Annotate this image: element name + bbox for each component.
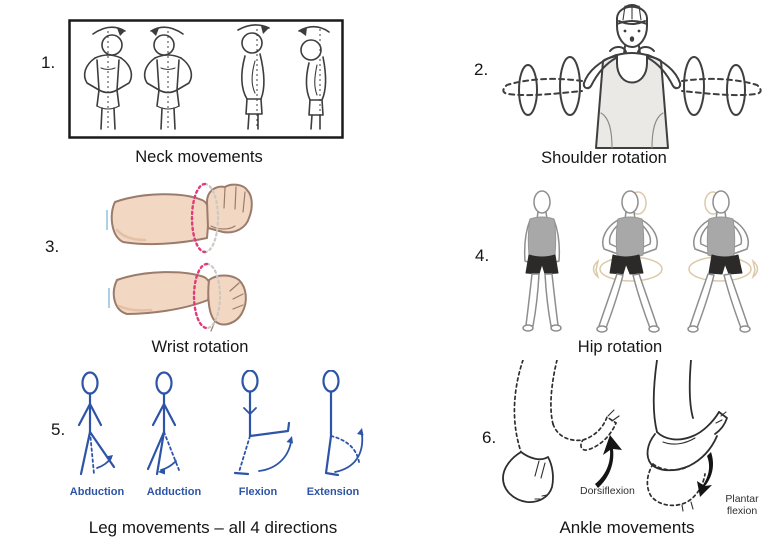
label-adduction: Adduction [146,486,202,498]
leg-movements-illustration [77,370,364,477]
wrist-rotation-illustration [106,182,253,332]
caption-leg-movements: Leg movements – all 4 directions [88,518,338,537]
caption-wrist-rotation: Wrist rotation [151,338,249,356]
panel-number-4: 4. [475,246,490,265]
caption-hip-rotation: Hip rotation [577,338,663,356]
caption-neck-movements: Neck movements [135,148,263,166]
panel-number-1: 1. [41,53,56,72]
ankle-movements-illustration [502,360,728,512]
caption-shoulder-rotation: Shoulder rotation [541,149,667,167]
shoulder-rotation-illustration [502,3,762,149]
caption-ankle-movements: Ankle movements [559,518,695,537]
label-dorsiflexion: Dorsiflexion [580,485,635,497]
neck-movements-illustration [68,19,344,139]
hip-rotation-illustration [522,190,759,333]
panel-number-3: 3. [45,237,60,256]
panel-number-6: 6. [482,428,497,447]
panel-number-2: 2. [474,60,489,79]
label-plantar-flexion: Plantar flexion [725,493,759,517]
label-flexion: Flexion [238,486,278,498]
label-extension: Extension [306,486,360,498]
panel-number-5: 5. [51,420,66,439]
label-abduction: Abduction [69,486,125,498]
